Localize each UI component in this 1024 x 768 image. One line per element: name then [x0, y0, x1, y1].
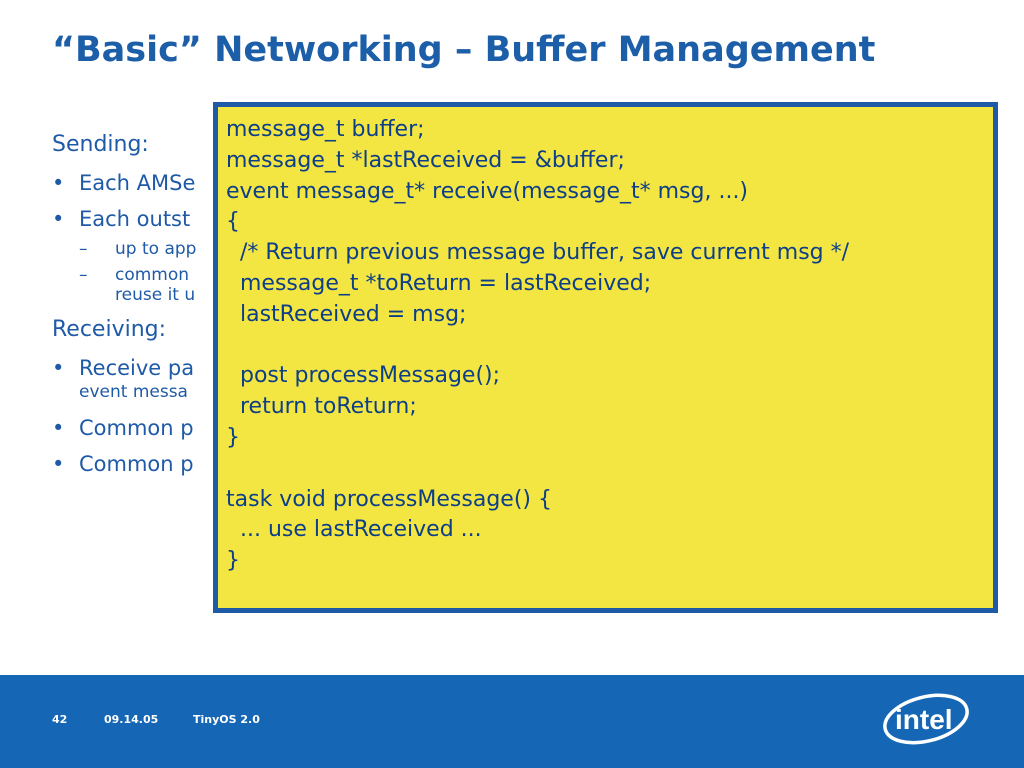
code-line: task void processMessage() { [226, 486, 552, 512]
code-line: } [226, 424, 240, 450]
sending-sub-bullet: – up to app [79, 239, 197, 259]
svg-text:intel: intel [895, 704, 953, 735]
code-line [226, 331, 993, 362]
slide-title: “Basic” Networking – Buffer Management [52, 30, 876, 70]
bullet-dot-icon: • [52, 171, 65, 195]
code-line: ... use lastReceived ... [226, 517, 482, 543]
code-line: message_t *toReturn = lastReceived; [226, 270, 652, 296]
code-line: post processMessage(); [226, 363, 501, 389]
receiving-bullet: • Receive pa [52, 356, 195, 380]
code-line: /* Return previous message buffer, save … [226, 240, 850, 266]
receive-code-fragment: event messa [79, 382, 188, 402]
bullet-dot-icon: • [52, 207, 65, 231]
receiving-bullet: • Common p [52, 452, 194, 476]
bullet-dot-icon: • [52, 416, 65, 440]
dash-icon: – [79, 265, 88, 285]
bullet-dot-icon: • [52, 452, 65, 476]
code-line: return toReturn; [226, 394, 417, 420]
code-line: message_t buffer; [226, 117, 425, 142]
slide-body: Sending: • Each AMSe • Each outst – up t… [52, 132, 1012, 488]
code-line: event message_t* receive(message_t* msg,… [226, 178, 749, 204]
sending-bullet: • Each outst [52, 207, 191, 231]
sending-sub-bullet: – common reuse it u [79, 265, 196, 305]
code-line: { [226, 209, 240, 235]
bullet-dot-icon: • [52, 356, 65, 380]
code-line [226, 454, 993, 485]
sending-bullet: • Each AMSe [52, 171, 196, 195]
intel-logo-icon: intel [883, 693, 969, 745]
dash-icon: – [79, 239, 88, 259]
receiving-bullet: • Common p [52, 416, 194, 440]
code-line: message_t *lastReceived = &buffer; [226, 147, 625, 173]
footer-bar [0, 675, 1024, 768]
footer-product: TinyOS 2.0 [193, 713, 260, 726]
code-line: } [226, 548, 240, 574]
code-callout-box: message_t buffer; message_t *lastReceive… [213, 102, 998, 613]
sending-heading: Sending: [52, 132, 149, 157]
code-line: lastReceived = msg; [226, 301, 467, 327]
receiving-heading: Receiving: [52, 317, 167, 342]
page-number: 42 [52, 713, 68, 726]
footer-date: 09.14.05 [104, 713, 159, 726]
